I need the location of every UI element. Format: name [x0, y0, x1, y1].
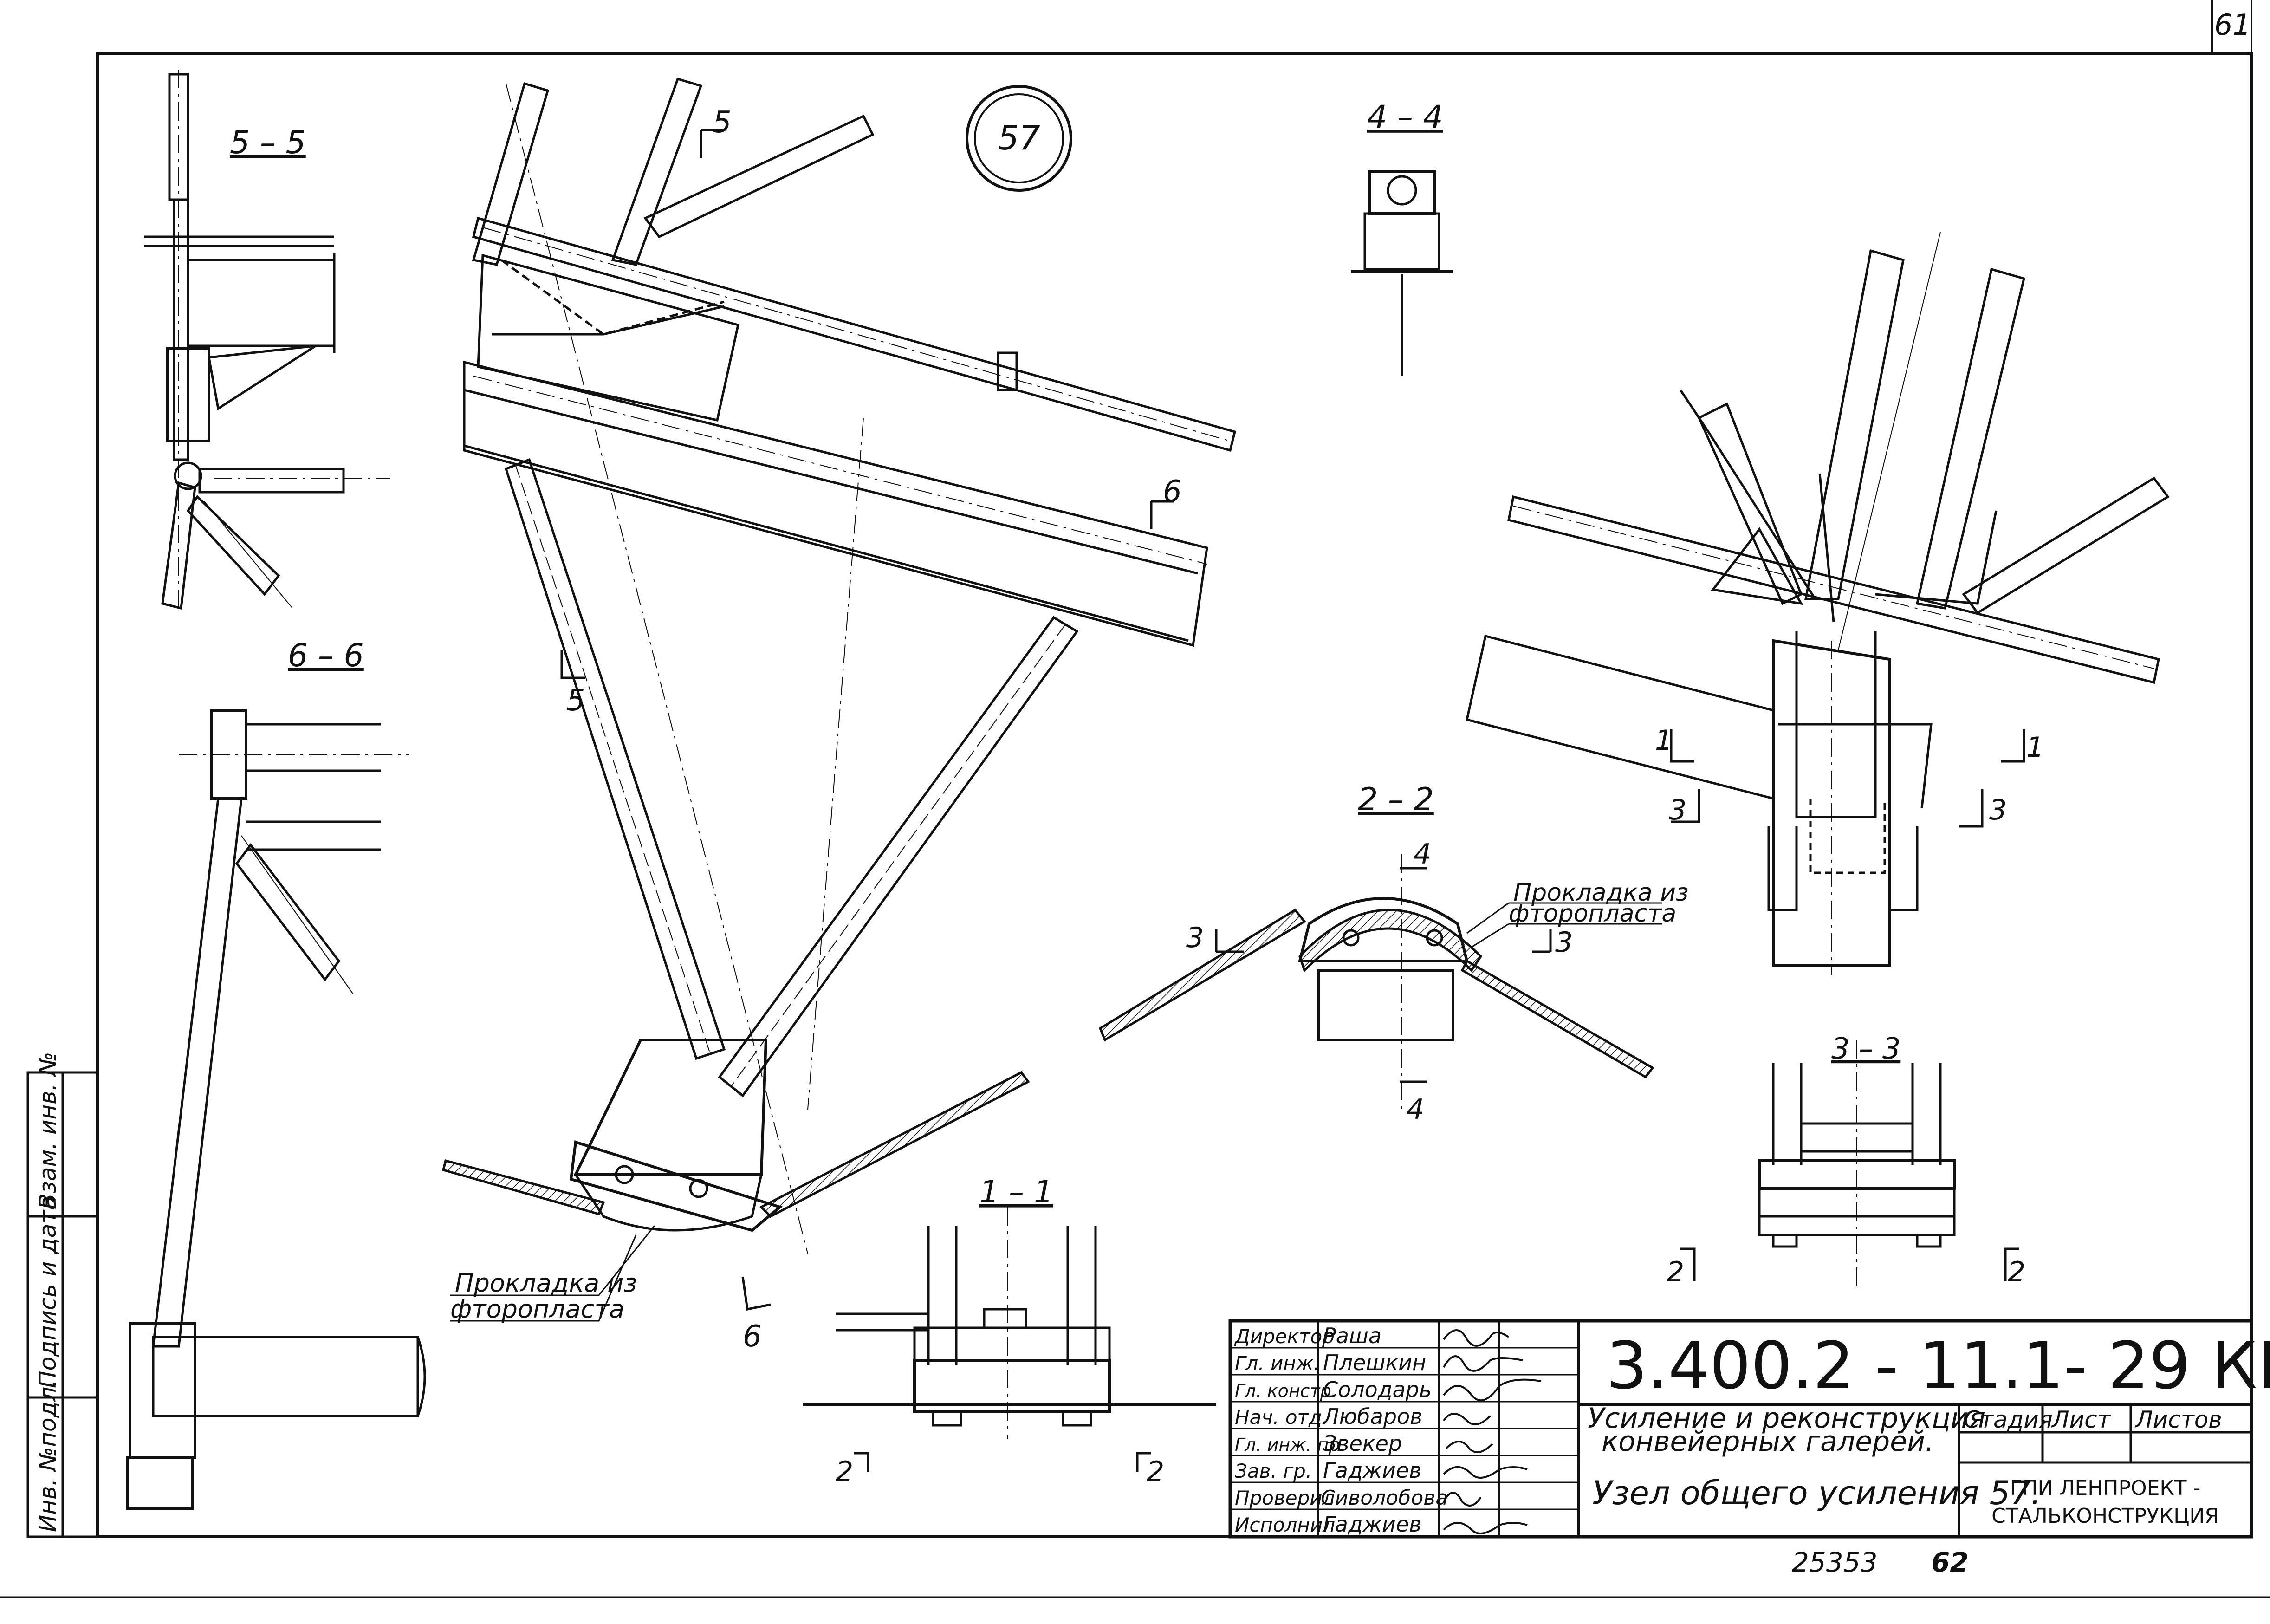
side-stamp-inv: Инв. №подл.	[34, 1379, 61, 1532]
section-5-5-view	[144, 70, 390, 613]
side-stamp-sign: Подпись и дата	[34, 1196, 61, 1388]
name-6: Сиволобова	[1321, 1486, 1448, 1510]
section-3-3-title: 3 – 3	[1831, 1032, 1900, 1065]
ftor-note-right: Прокладка из фторопласта	[1466, 879, 1689, 948]
title-block-grid	[1228, 1319, 2253, 1539]
section-3-3-view	[1680, 1040, 2019, 1286]
section-2-2-title: 2 – 2	[1358, 781, 1434, 818]
page-corner-number: 61	[2214, 8, 2251, 42]
section-2-2-view	[1298, 854, 1654, 1114]
stage-label: Стадия	[1964, 1406, 2053, 1433]
role-1: Гл. инж.	[1235, 1352, 1320, 1375]
name-4: Звекер	[1323, 1431, 1402, 1456]
cut-5-top: 5	[713, 105, 732, 140]
ftor-right-line2: фторопласта	[1509, 900, 1676, 928]
role-5: Зав. гр.	[1235, 1460, 1312, 1482]
cut-4-marks	[1215, 867, 1552, 1083]
sheet-title: Узел общего усиления 57.	[1592, 1474, 2041, 1512]
right-cut-marks	[1670, 729, 2025, 828]
drawing-code: 3.400.2 - 11.1- 29 КМ	[1606, 1328, 2270, 1404]
ftor-left-line2: фторопласта	[450, 1294, 624, 1324]
bottom-page-number: 62	[1931, 1546, 1969, 1578]
role-2: Гл. констр.	[1235, 1381, 1337, 1401]
cut-marks	[560, 129, 1174, 1311]
title-roles: Директор Раша Гл. инж. Плешкин Гл. конст…	[1234, 1323, 1448, 1537]
section-5-5-title: 5 – 5	[230, 124, 306, 161]
name-1: Плешкин	[1323, 1350, 1426, 1375]
name-0: Раша	[1323, 1323, 1381, 1348]
archive-number: 25353	[1792, 1546, 1878, 1578]
org-line-2: СТАЛЬКОНСТРУКЦИЯ	[1991, 1504, 2219, 1528]
cut-2-33-right: 2	[2008, 1256, 2025, 1288]
cut-6-top: 6	[1163, 474, 1182, 509]
signatures	[1443, 1329, 1542, 1534]
org-line-1: ГПИ ЛЕНПРОЕКТ -	[2010, 1476, 2201, 1500]
name-7: Гаджиев	[1323, 1512, 1421, 1537]
sheets-label: Листов	[2134, 1406, 2222, 1433]
cut-1-left: 1	[1655, 724, 1673, 757]
cut-3-22-left: 3	[1186, 922, 1204, 954]
cut-1-right: 1	[2026, 731, 2044, 764]
ftor-left-line1: Прокладка из	[455, 1268, 637, 1298]
side-stamp	[26, 1071, 99, 1538]
project-title-2: конвейерных галерей.	[1602, 1425, 1934, 1458]
right-node-view	[1466, 232, 2170, 975]
cut-2-11-right: 2	[1147, 1455, 1164, 1488]
role-6: Проверил	[1235, 1487, 1335, 1509]
sheet-label: Лист	[2051, 1406, 2112, 1433]
cut-4-top: 4	[1414, 838, 1431, 870]
section-4-4-view	[1351, 170, 1453, 376]
section-6-6-view	[126, 709, 426, 1510]
cut-5-bottom: 5	[566, 683, 585, 718]
name-3: Любаров	[1322, 1404, 1422, 1429]
ftor-right-line1: Прокладка из	[1513, 879, 1689, 907]
section-1-1-view	[803, 1207, 1216, 1472]
project-title-1: Усиление и реконструкция	[1588, 1402, 1985, 1435]
role-0: Директор	[1234, 1325, 1335, 1348]
cut-2-11-left: 2	[836, 1455, 853, 1488]
cut-3-22-right: 3	[1555, 926, 1573, 959]
section-6-6-title: 6 – 6	[288, 637, 364, 674]
cut-4-bottom: 4	[1407, 1093, 1424, 1126]
main-node-view	[441, 77, 1306, 1254]
node-number: 57	[998, 118, 1040, 157]
role-7: Исполнил	[1235, 1514, 1335, 1536]
cut-3-right: 3	[1989, 794, 2007, 826]
cut-3-left: 3	[1669, 794, 1686, 826]
name-5: Гаджиев	[1323, 1458, 1421, 1483]
role-4: Гл. инж. пр.	[1235, 1435, 1346, 1455]
ftor-note-left: Прокладка из фторопласта	[450, 1225, 655, 1324]
cut-2-33-left: 2	[1667, 1256, 1684, 1288]
role-3: Нач. отд.	[1235, 1406, 1328, 1429]
section-1-1-title: 1 – 1	[979, 1174, 1053, 1210]
side-stamp-vzam: Взам. инв. №	[34, 1052, 61, 1209]
cut-6-bottom: 6	[743, 1319, 762, 1354]
node-circle	[966, 85, 1072, 192]
name-2: Солодарь	[1323, 1377, 1432, 1402]
section-4-4-title: 4 – 4	[1367, 99, 1443, 136]
